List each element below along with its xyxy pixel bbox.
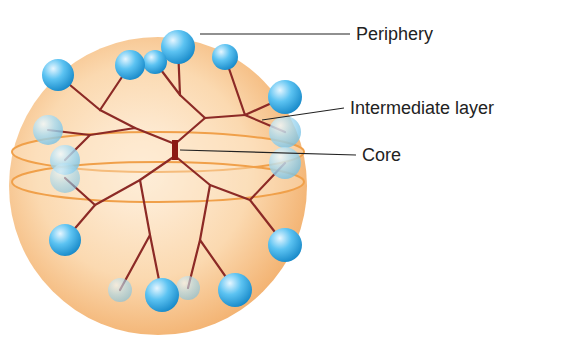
leader-lines — [180, 34, 356, 155]
part-label: Core — [362, 146, 401, 164]
sphere — [9, 37, 307, 335]
part-label: Intermediate layer — [350, 99, 494, 117]
periphery-groups — [33, 30, 302, 312]
part-label: Periphery — [356, 25, 433, 43]
branches — [48, 47, 285, 295]
core-segment — [172, 140, 178, 160]
